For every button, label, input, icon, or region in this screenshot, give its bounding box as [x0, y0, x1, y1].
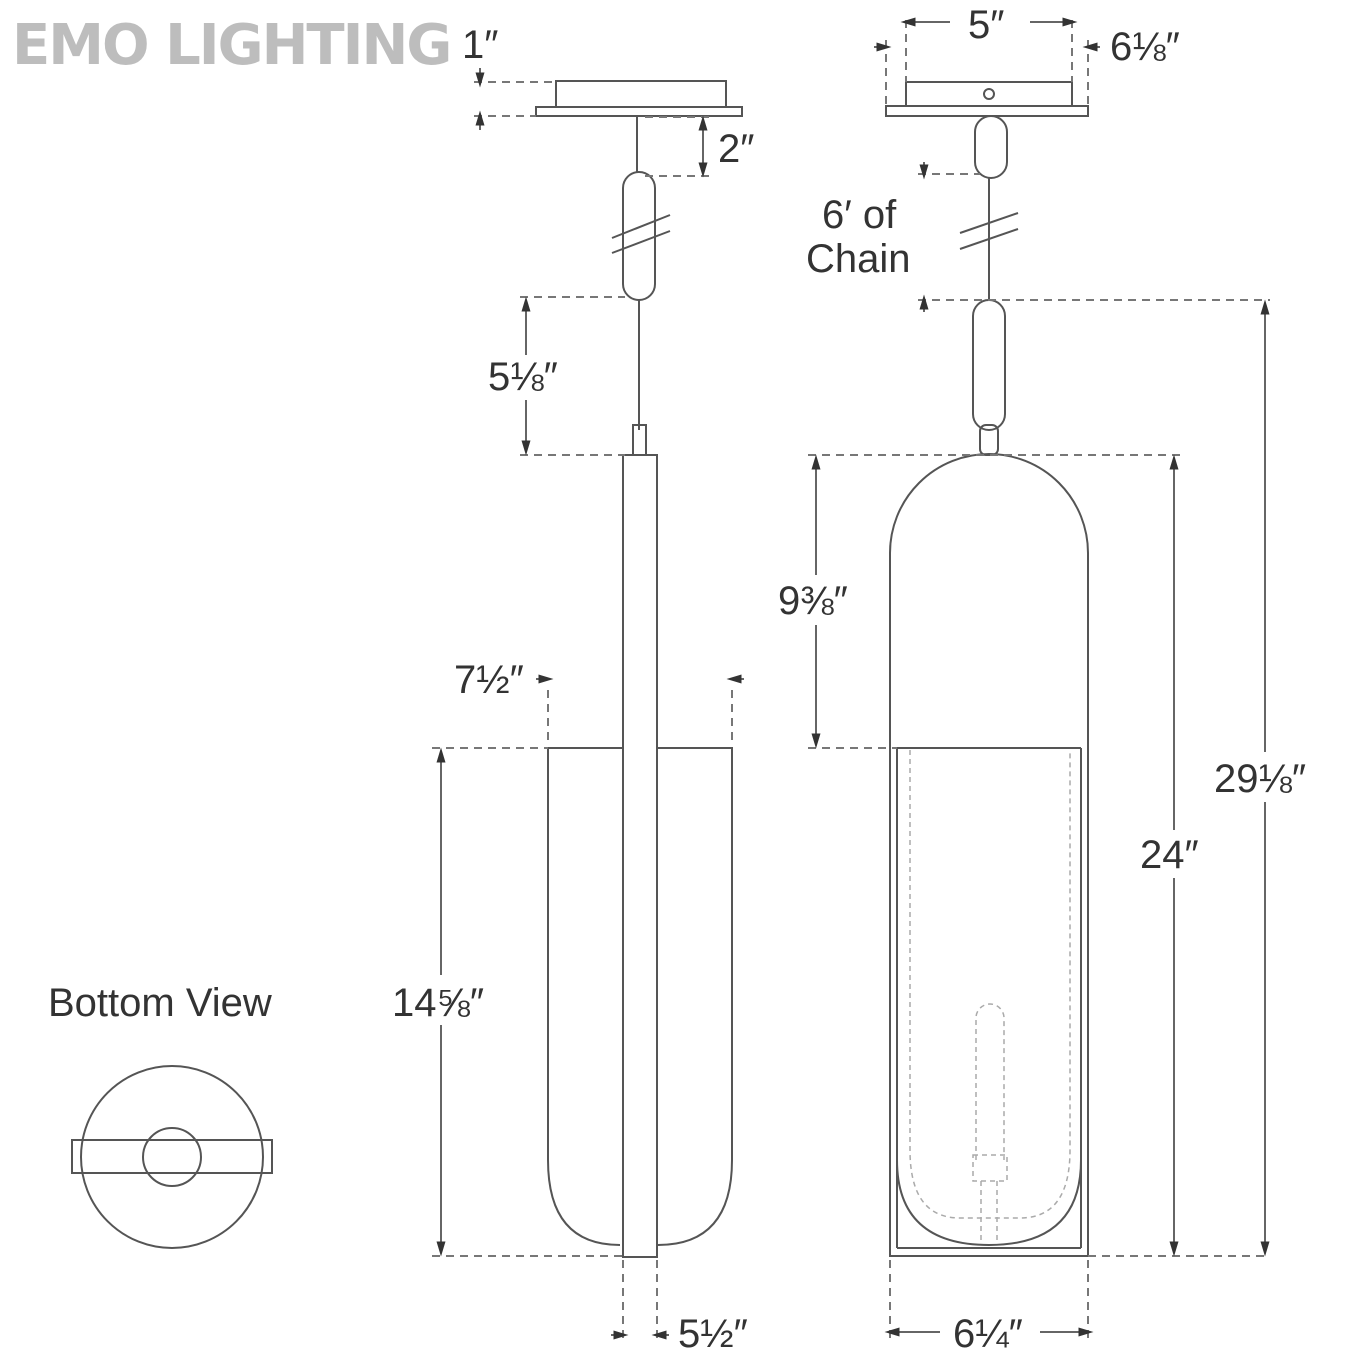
dim-shade-height: 14⅝″ [392, 981, 484, 1025]
dim-stem-width: 5½″ [678, 1312, 748, 1356]
dim-overall-height: 29⅛″ [1214, 757, 1306, 801]
brand-logo: EMO LIGHTING [12, 13, 450, 78]
bottom-view-title: Bottom View [48, 981, 272, 1025]
chain-note-line1: 6′ of [822, 193, 897, 237]
canopy-top [555, 80, 727, 108]
break-mark [611, 214, 671, 239]
dim-arch-height: 9⅜″ [778, 579, 848, 623]
dim-canopy-to-chain: 2″ [718, 127, 754, 171]
front-view: 5″ 6⅛″ 6′ of Chain 9⅜″ 24″ 29⅛″ 6¼″ [776, 3, 1317, 1356]
bottom-view: Bottom View [48, 981, 273, 1249]
dim-chain-to-body: 5⅛″ [488, 355, 558, 399]
dim-shade-width: 7½″ [454, 658, 524, 702]
dim-body-height: 24″ [1140, 833, 1199, 877]
stem [622, 454, 658, 1258]
side-view: 1″ 2″ 5⅛″ 7½″ 14⅝″ 5½″ [390, 23, 754, 1356]
shade [547, 747, 733, 1246]
chain-note-line2: Chain [806, 237, 911, 281]
dim-canopy-width: 5″ [968, 3, 1004, 47]
dim-body-width: 6¼″ [953, 1312, 1023, 1356]
dim-canopy-height: 1″ [462, 23, 498, 67]
dim-canopy-depth: 6⅛″ [1110, 25, 1180, 69]
lantern-frame [889, 453, 1089, 1257]
canopy-plate [535, 106, 743, 117]
chain-link [622, 171, 656, 301]
